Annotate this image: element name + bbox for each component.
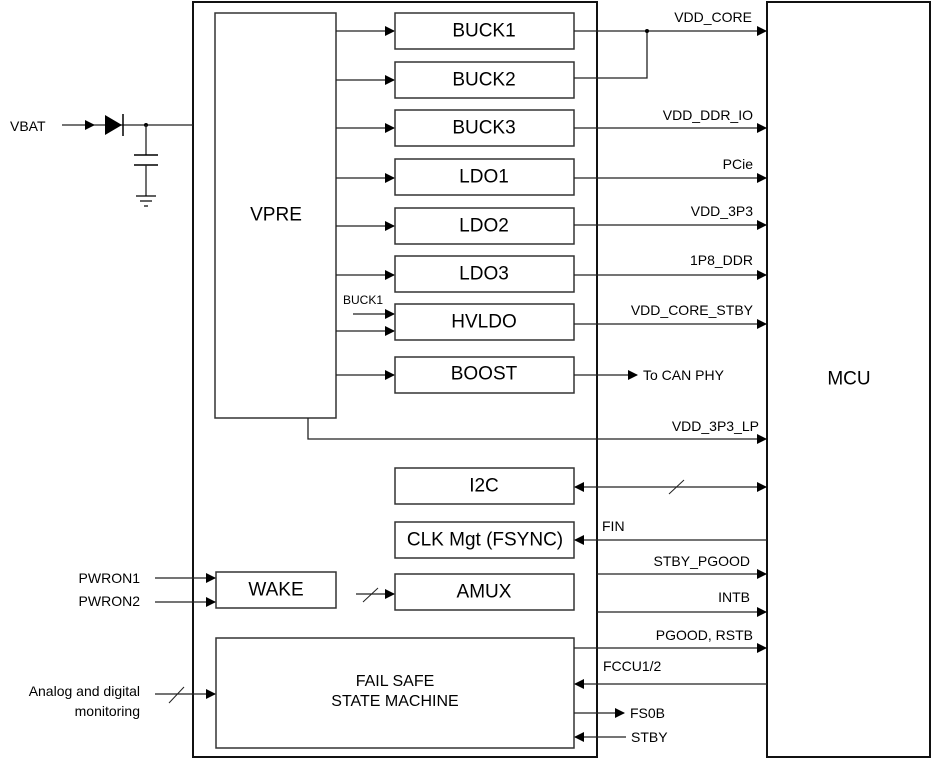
buck3-block: BUCK3 bbox=[336, 109, 575, 147]
bus-slash bbox=[168, 686, 185, 704]
clk-mgt-block: CLK Mgt (FSYNC) FIN bbox=[394, 518, 767, 559]
1p8-ddr-rail: 1P8_DDR bbox=[574, 252, 767, 280]
monitoring-label-line1: Analog and digital bbox=[29, 683, 140, 699]
stby-pgood-signal: STBY_PGOOD bbox=[597, 553, 767, 579]
vdd-core-label: VDD_CORE bbox=[674, 9, 752, 25]
intb-label: INTB bbox=[718, 589, 750, 605]
diode-icon bbox=[105, 115, 122, 135]
pmic-frame bbox=[192, 1, 598, 758]
fin-label: FIN bbox=[602, 518, 625, 534]
hvldo-label: HVLDO bbox=[451, 312, 516, 333]
bus-slash bbox=[362, 587, 379, 603]
clk-mgt-label: CLK Mgt (FSYNC) bbox=[407, 530, 563, 551]
intb-signal: INTB bbox=[597, 589, 767, 617]
1p8-ddr-label: 1P8_DDR bbox=[690, 252, 753, 268]
pgood-rstb-label: PGOOD, RSTB bbox=[656, 627, 753, 643]
buck1-block: BUCK1 bbox=[336, 12, 575, 50]
failsafe-block: FAIL SAFE STATE MACHINE Analog and digit… bbox=[29, 637, 575, 749]
vdd-3p3-rail: VDD_3P3 bbox=[574, 203, 767, 230]
pwron2-label: PWRON2 bbox=[79, 593, 141, 609]
fs0b-label: FS0B bbox=[630, 705, 665, 721]
boost-label: BOOST bbox=[451, 364, 518, 385]
monitoring-label-line2: monitoring bbox=[75, 703, 140, 719]
vdd-core-stby-rail: VDD_CORE_STBY bbox=[574, 302, 767, 329]
hvldo-block: BUCK1 HVLDO bbox=[336, 293, 575, 341]
i2c-block: I2C bbox=[394, 467, 767, 505]
boost-block: BOOST bbox=[336, 356, 575, 394]
ldo2-block: LDO2 bbox=[336, 207, 575, 245]
stby-signal: STBY bbox=[574, 729, 668, 745]
buck2-block: BUCK2 bbox=[336, 61, 575, 99]
mcu-box bbox=[766, 1, 931, 758]
fs0b-signal: FS0B bbox=[574, 705, 665, 721]
stby-label: STBY bbox=[631, 729, 668, 745]
pwron1-label: PWRON1 bbox=[79, 570, 141, 586]
ldo3-block: LDO3 bbox=[336, 255, 575, 293]
buck3-label: BUCK3 bbox=[452, 118, 515, 139]
vdd-3p3-lp-rail: VDD_3P3_LP bbox=[307, 418, 767, 444]
wake-label: WAKE bbox=[248, 580, 303, 601]
failsafe-label-line2: STATE MACHINE bbox=[331, 693, 458, 710]
amux-label: AMUX bbox=[457, 582, 512, 603]
ground-icon bbox=[136, 195, 156, 207]
pgood-rstb-signal: PGOOD, RSTB bbox=[574, 627, 767, 653]
buck1-label: BUCK1 bbox=[452, 21, 515, 42]
buck2-label: BUCK2 bbox=[452, 70, 515, 91]
ldo1-block: LDO1 bbox=[336, 158, 575, 196]
vdd-3p3-label: VDD_3P3 bbox=[691, 203, 753, 219]
mcu-label: MCU bbox=[827, 369, 870, 390]
vdd-ddr-io-label: VDD_DDR_IO bbox=[663, 107, 753, 123]
vdd-ddr-io-rail: VDD_DDR_IO bbox=[574, 107, 767, 133]
fccu-signal: FCCU1/2 bbox=[574, 658, 767, 689]
hvldo-buck1-label: BUCK1 bbox=[343, 293, 383, 307]
ldo3-label: LDO3 bbox=[459, 264, 509, 285]
vpre-block bbox=[214, 12, 337, 419]
pcie-rail: PCie bbox=[574, 156, 767, 183]
vdd-3p3-lp-label: VDD_3P3_LP bbox=[672, 418, 759, 434]
bus-slash bbox=[668, 479, 685, 495]
wake-block: WAKE PWRON1 PWRON2 bbox=[79, 570, 337, 609]
vdd-core-stby-label: VDD_CORE_STBY bbox=[631, 302, 754, 318]
amux-block: AMUX bbox=[356, 573, 575, 611]
can-phy-label: To CAN PHY bbox=[643, 367, 725, 383]
ldo1-label: LDO1 bbox=[459, 167, 509, 188]
stby-pgood-label: STBY_PGOOD bbox=[654, 553, 750, 569]
fccu-label: FCCU1/2 bbox=[603, 658, 662, 674]
can-phy-output: To CAN PHY bbox=[574, 367, 725, 383]
i2c-label: I2C bbox=[469, 476, 499, 497]
ldo2-label: LDO2 bbox=[459, 216, 509, 237]
vbat-label: VBAT bbox=[10, 118, 46, 134]
vdd-core-rail: VDD_CORE bbox=[574, 9, 767, 79]
pcie-label: PCie bbox=[723, 156, 754, 172]
vpre-label: VPRE bbox=[250, 205, 302, 226]
failsafe-label-line1: FAIL SAFE bbox=[356, 673, 435, 690]
